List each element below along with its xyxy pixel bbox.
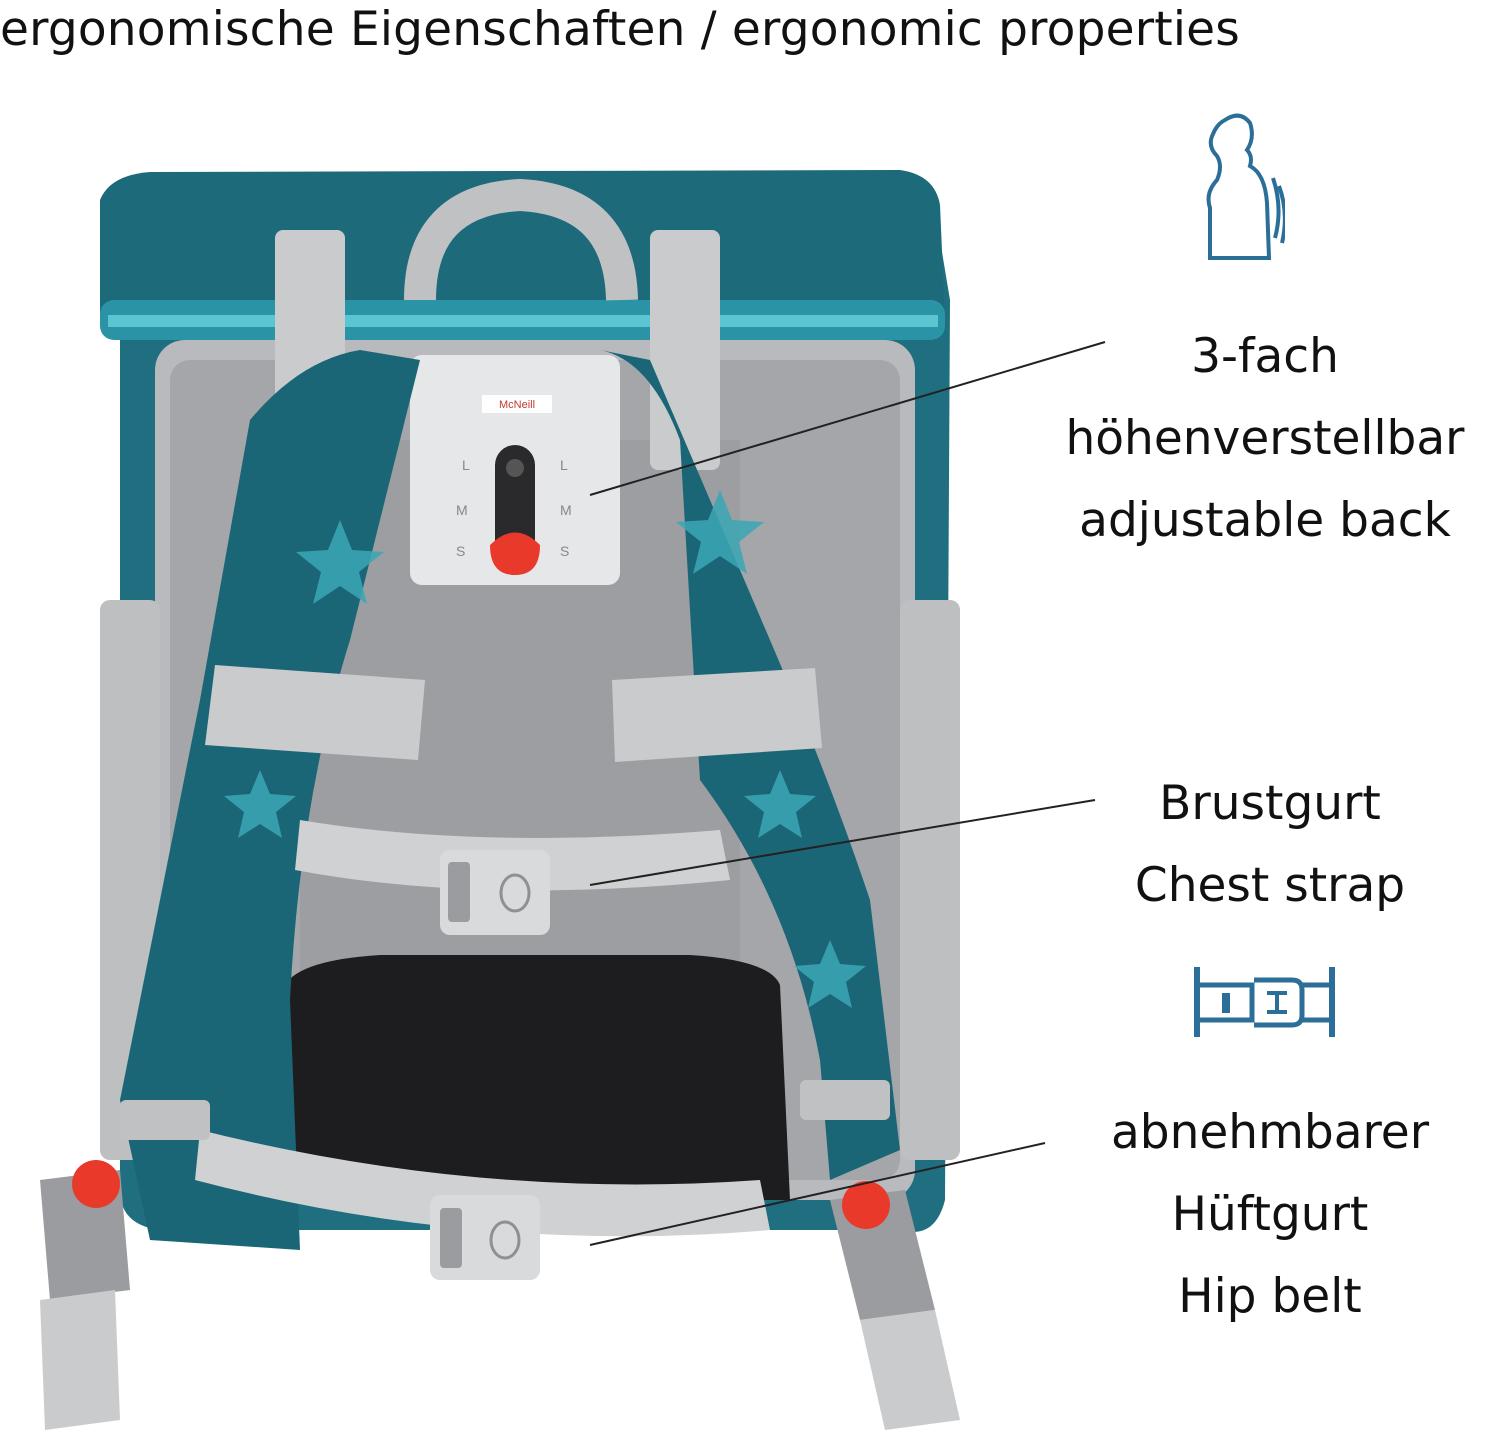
callout-chest-line2: Chest strap [1134, 858, 1406, 913]
callout-hip-line2: Hüftgurt [1171, 1187, 1369, 1242]
size-mark-m-right: M [560, 502, 572, 518]
callout-back-line2: höhenverstellbar [1065, 411, 1465, 466]
size-mark-l: L [462, 457, 470, 473]
brand-logo: McNeill [499, 399, 535, 411]
size-mark-m: M [456, 502, 468, 518]
size-mark-l-right: L [560, 457, 568, 473]
callout-hip-line3: Hip belt [1178, 1269, 1362, 1324]
page-title: ergonomische Eigenschaften / ergonomic p… [0, 2, 1240, 57]
posture-icon [1206, 113, 1285, 260]
callout-back-line1: 3-fach [1191, 329, 1339, 384]
callout-back-line3: adjustable back [1079, 493, 1451, 548]
size-mark-s-right: S [560, 543, 569, 559]
buckle-icon [1194, 967, 1335, 1037]
callout-chest-strap: Brustgurt Chest strap [1070, 763, 1470, 927]
callout-adjustable-back: 3-fach höhenverstellbar adjustable back [1030, 316, 1500, 562]
size-mark-s: S [456, 543, 465, 559]
callout-hip-line1: abnehmbarer [1110, 1105, 1430, 1160]
callout-hip-belt: abnehmbarer Hüftgurt Hip belt [1040, 1092, 1500, 1338]
callout-chest-line1: Brustgurt [1159, 776, 1381, 831]
